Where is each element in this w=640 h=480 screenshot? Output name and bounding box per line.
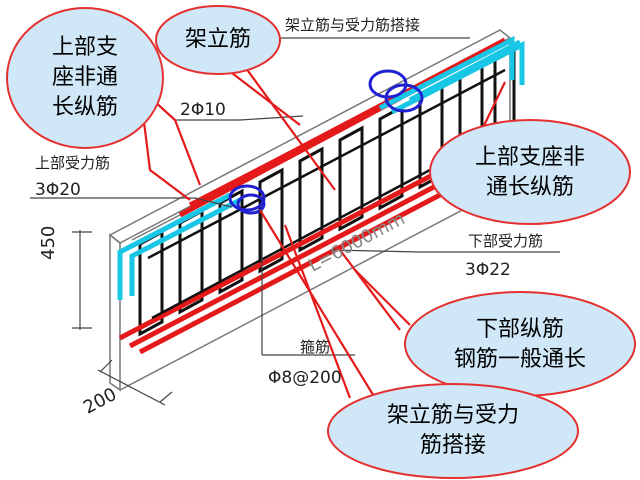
callout-bubble-top-left xyxy=(6,7,164,149)
top-lap-label: 架立筋与受力筋搭接 xyxy=(285,16,421,34)
callout-bubble-bottom xyxy=(327,383,579,479)
top-bar-spec: 3Φ20 xyxy=(35,180,81,200)
callout-bubble-right-upper xyxy=(429,119,631,225)
callout-bubbles xyxy=(6,5,636,479)
lap-markers xyxy=(228,69,424,215)
callout-top-center: 架立筋 xyxy=(184,27,251,52)
support-bars xyxy=(117,35,525,300)
stirrup-spec: Φ8@200 xyxy=(268,368,342,388)
bottom-bar-title: 下部受力筋 xyxy=(468,232,544,250)
callout-bubble-top-center xyxy=(155,5,281,75)
top-bar-title: 上部受力筋 xyxy=(35,154,111,172)
bottom-bar-spec: 3Φ22 xyxy=(465,260,511,280)
height-dimension: 450 xyxy=(38,225,59,260)
erect-bar-spec: 2Φ10 xyxy=(180,100,226,120)
callout-right-lower: 下部纵筋 钢筋一般通长 xyxy=(453,317,586,372)
callout-top-left: 上部支 座非通 长纵筋 xyxy=(51,35,118,120)
callout-right-upper: 上部支座非 通长纵筋 xyxy=(474,145,585,200)
callout-bottom: 架立筋与受力 筋搭接 xyxy=(386,403,519,458)
stirrup-title: 箍筋 xyxy=(300,338,331,356)
